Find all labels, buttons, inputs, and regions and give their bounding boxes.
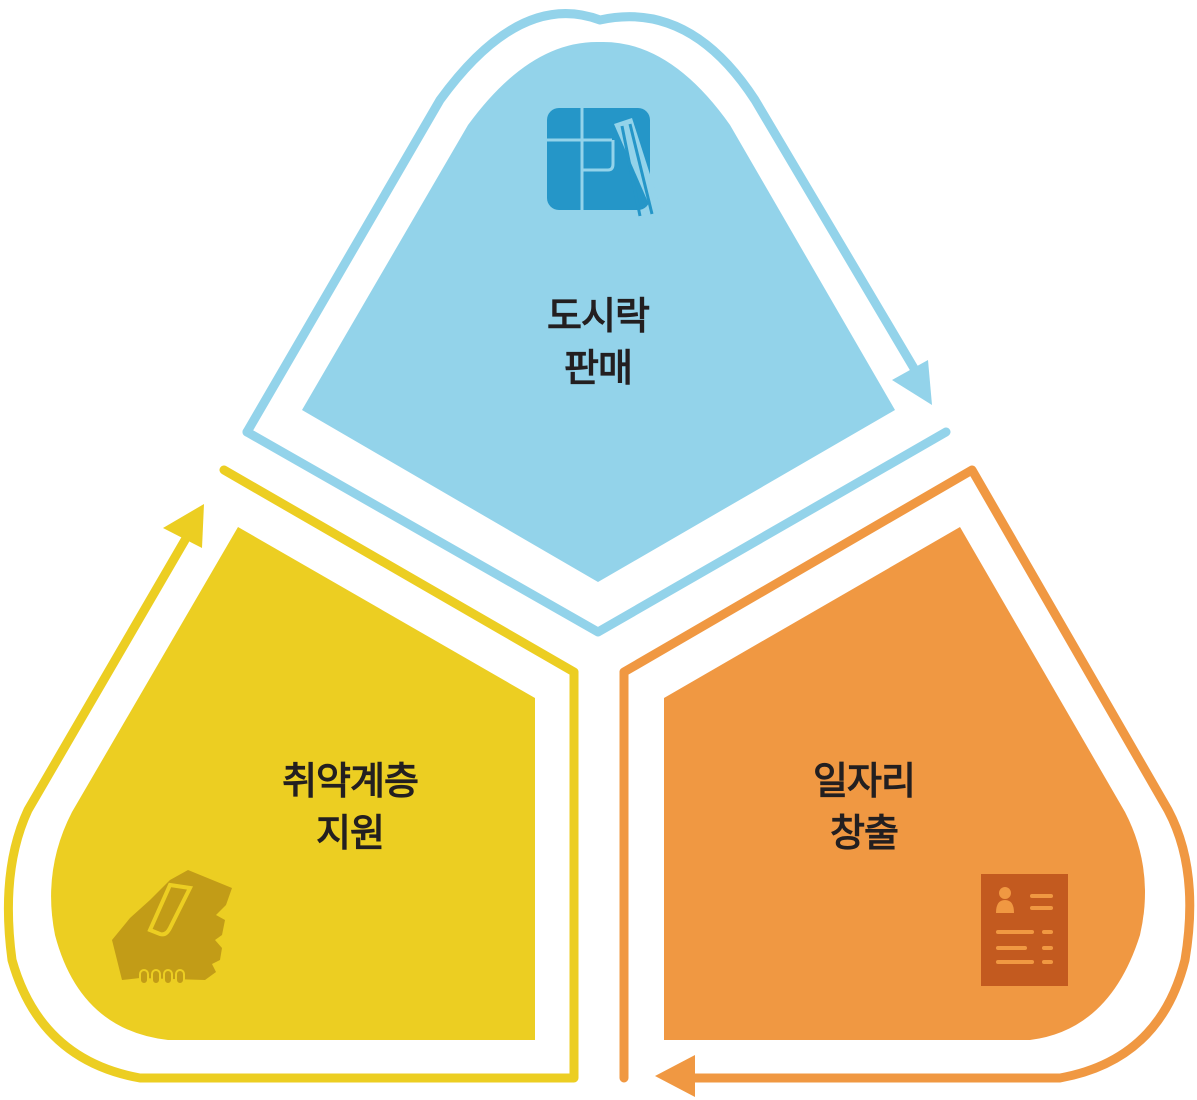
right-label-line1: 일자리 bbox=[813, 759, 916, 803]
top-segment-bottom-line bbox=[242, 427, 951, 637]
top-segment-outline bbox=[242, 9, 920, 437]
top-segment-label: 도시락 판매 bbox=[498, 290, 698, 394]
left-segment-label: 취약계층 지원 bbox=[240, 755, 460, 859]
right-segment-label: 일자리 창출 bbox=[764, 755, 964, 859]
left-arrow-head bbox=[163, 504, 204, 548]
left-label-line2: 지원 bbox=[316, 811, 385, 855]
left-label-line1: 취약계층 bbox=[282, 759, 419, 803]
lunchbox-chopsticks-icon bbox=[547, 108, 662, 217]
top-label-line1: 도시락 bbox=[547, 294, 650, 338]
top-label-line2: 판매 bbox=[564, 346, 633, 390]
helping-hand-icon bbox=[112, 870, 232, 985]
top-arrow-head bbox=[892, 360, 932, 405]
left-segment-outline bbox=[3, 465, 579, 1083]
right-segment-outline bbox=[619, 465, 1195, 1083]
top-segment-fill bbox=[302, 41, 895, 582]
right-arrow-head bbox=[655, 1055, 695, 1097]
right-label-line2: 창출 bbox=[830, 811, 899, 855]
resume-document-icon bbox=[981, 874, 1068, 986]
